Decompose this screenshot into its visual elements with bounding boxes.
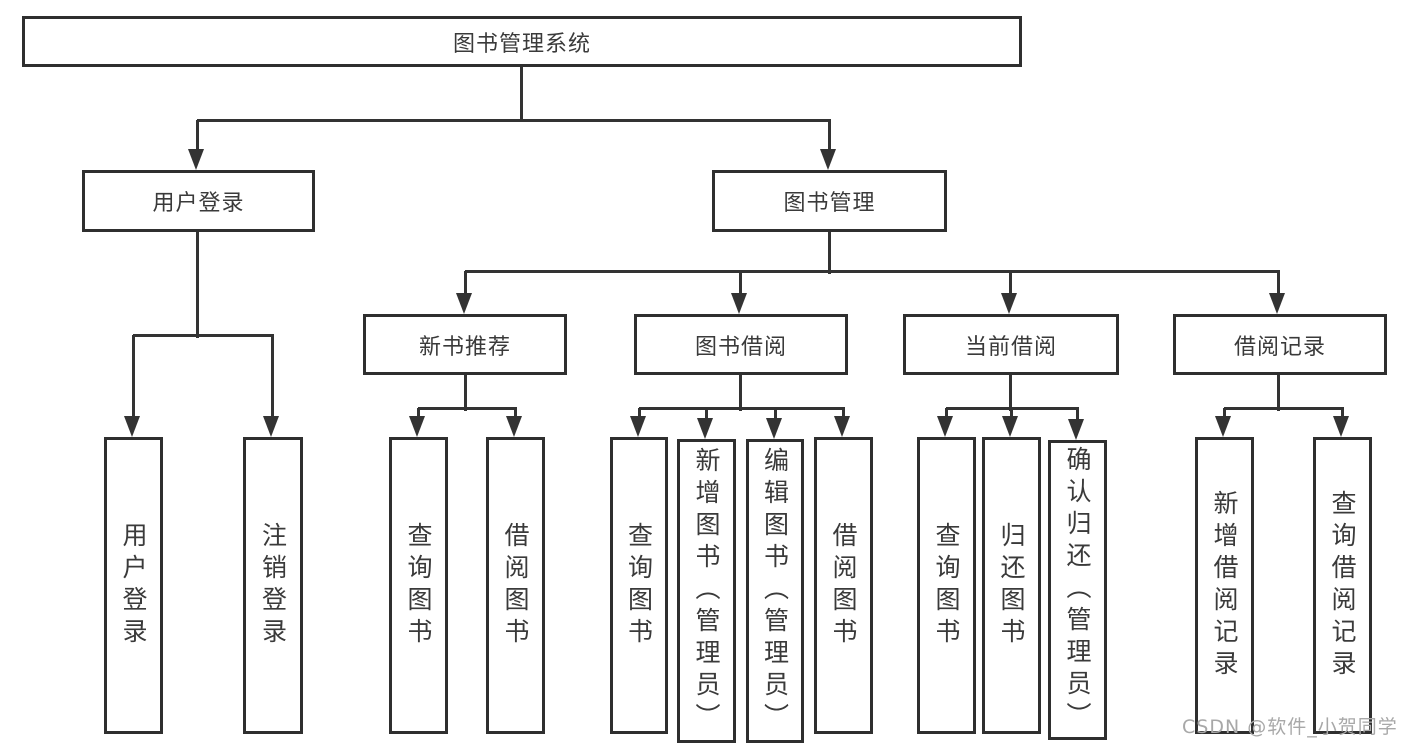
node-leaf-nbr-borrow-book: 借阅图书 — [486, 437, 545, 734]
node-book-borrow-label: 图书借阅 — [694, 334, 787, 360]
connector-line-vertical — [196, 232, 199, 338]
node-borrow-records-label: 借阅记录 — [1233, 334, 1326, 360]
connector-line-vertical — [739, 375, 742, 411]
node-leaf-bb-edit-book-label: 编辑图书（管理员） — [760, 447, 790, 735]
connector-line-horizontal — [1224, 407, 1344, 410]
connector-line-vertical — [1223, 408, 1226, 420]
connector-line-vertical — [417, 408, 420, 420]
connector-line-vertical — [1009, 271, 1012, 297]
connector-line-vertical — [774, 408, 777, 422]
connector-line-vertical — [1277, 271, 1280, 297]
connector-line-vertical — [520, 67, 523, 122]
connector-line-vertical — [1341, 408, 1344, 420]
node-leaf-br-add-record: 新增借阅记录 — [1195, 437, 1254, 734]
connector-line-vertical — [638, 408, 641, 420]
node-leaf-bb-borrow-book-label: 借阅图书 — [829, 521, 858, 650]
arrowhead-down-icon — [506, 416, 522, 437]
node-leaf-nbr-query-book: 查询图书 — [389, 437, 448, 734]
connector-line-horizontal — [418, 407, 517, 410]
node-leaf-logout: 注销登录 — [243, 437, 303, 734]
connector-line-vertical — [464, 271, 467, 297]
node-leaf-bb-query-book: 查询图书 — [610, 437, 668, 734]
node-leaf-br-query-record-label: 查询借阅记录 — [1328, 489, 1357, 682]
arrowhead-down-icon — [1333, 416, 1349, 437]
node-leaf-nbr-borrow-book-label: 借阅图书 — [501, 521, 530, 650]
node-leaf-bb-query-book-label: 查询图书 — [624, 521, 654, 650]
node-borrow-records: 借阅记录 — [1173, 314, 1387, 375]
connector-line-horizontal — [639, 407, 845, 410]
node-leaf-cb-return-book-label: 归还图书 — [997, 521, 1026, 650]
connector-line-horizontal — [946, 407, 1079, 410]
connector-line-horizontal — [133, 334, 274, 337]
connector-line-vertical — [514, 408, 517, 420]
csdn-watermark: CSDN @软件_小贺同学 — [1182, 716, 1398, 738]
node-leaf-cb-confirm-return-label: 确认归还（管理员） — [1063, 446, 1092, 734]
connector-line-vertical — [945, 408, 948, 420]
node-root: 图书管理系统 — [22, 16, 1022, 67]
arrowhead-down-icon — [456, 293, 472, 314]
node-leaf-br-add-record-label: 新增借阅记录 — [1210, 489, 1239, 682]
connector-line-vertical — [132, 335, 135, 420]
connector-line-vertical — [739, 271, 742, 297]
node-user-login-branch: 用户登录 — [82, 170, 315, 232]
arrowhead-down-icon — [834, 416, 850, 437]
node-leaf-user-login: 用户登录 — [104, 437, 163, 734]
node-book-management-branch: 图书管理 — [712, 170, 947, 232]
node-root-label: 图书管理系统 — [452, 31, 591, 57]
connector-line-vertical — [842, 408, 845, 420]
node-leaf-bb-add-book: 新增图书（管理员） — [677, 439, 736, 743]
node-leaf-cb-query-book: 查询图书 — [917, 437, 976, 734]
node-leaf-logout-label: 注销登录 — [258, 521, 288, 650]
arrowhead-down-icon — [263, 416, 279, 437]
arrowhead-down-icon — [124, 416, 140, 437]
arrowhead-down-icon — [820, 149, 836, 170]
node-leaf-bb-edit-book: 编辑图书（管理员） — [746, 439, 804, 743]
node-leaf-nbr-query-book-label: 查询图书 — [404, 521, 433, 650]
node-leaf-bb-borrow-book: 借阅图书 — [814, 437, 873, 734]
arrowhead-down-icon — [1068, 419, 1084, 440]
arrowhead-down-icon — [731, 293, 747, 314]
arrowhead-down-icon — [1002, 416, 1018, 437]
connector-line-vertical — [464, 375, 467, 411]
node-book-borrow: 图书借阅 — [634, 314, 848, 375]
connector-line-vertical — [271, 335, 274, 420]
node-new-book-recommend-label: 新书推荐 — [418, 334, 511, 360]
arrowhead-down-icon — [697, 418, 713, 439]
node-leaf-cb-confirm-return: 确认归还（管理员） — [1048, 440, 1107, 740]
arrowhead-down-icon — [937, 416, 953, 437]
node-book-management-branch-label: 图书管理 — [783, 191, 876, 216]
arrowhead-down-icon — [1001, 293, 1017, 314]
connector-line-vertical — [196, 120, 199, 151]
connector-line-vertical — [705, 408, 708, 422]
node-leaf-cb-query-book-label: 查询图书 — [932, 521, 961, 650]
node-leaf-cb-return-book: 归还图书 — [982, 437, 1041, 734]
connector-line-horizontal — [197, 119, 831, 122]
arrowhead-down-icon — [188, 149, 204, 170]
connector-line-vertical — [1277, 375, 1280, 411]
connector-line-vertical — [1009, 375, 1012, 411]
connector-line-vertical — [1076, 408, 1079, 423]
arrowhead-down-icon — [409, 416, 425, 437]
connector-line-vertical — [1010, 408, 1013, 420]
arrowhead-down-icon — [630, 416, 646, 437]
node-new-book-recommend: 新书推荐 — [363, 314, 567, 375]
node-user-login-branch-label: 用户登录 — [152, 191, 245, 216]
node-current-borrow: 当前借阅 — [903, 314, 1119, 375]
connector-line-vertical — [828, 232, 831, 274]
node-leaf-bb-add-book-label: 新增图书（管理员） — [692, 447, 721, 735]
connector-line-vertical — [828, 120, 831, 151]
arrowhead-down-icon — [766, 418, 782, 439]
node-current-borrow-label: 当前借阅 — [964, 334, 1057, 360]
arrowhead-down-icon — [1269, 293, 1285, 314]
node-leaf-user-login-label: 用户登录 — [119, 521, 148, 650]
arrowhead-down-icon — [1215, 416, 1231, 437]
node-leaf-br-query-record: 查询借阅记录 — [1313, 437, 1372, 734]
connector-line-horizontal — [465, 270, 1280, 273]
